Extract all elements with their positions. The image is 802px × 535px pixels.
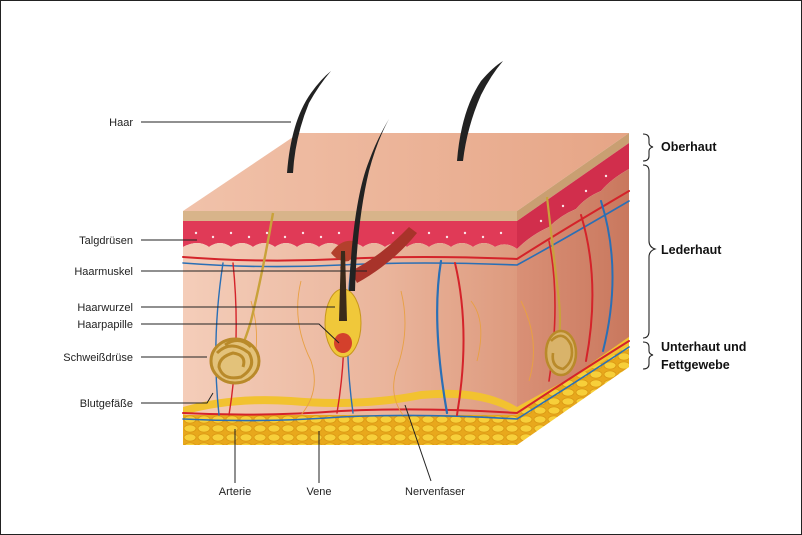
sweat-gland-duct-right (545, 196, 562, 338)
hair-root (339, 251, 347, 321)
hair-strand-left (287, 71, 331, 173)
label-unterhaut-line2: Fettgewebe (661, 358, 730, 372)
label-haarpapille: Haarpapille (77, 319, 133, 331)
fat-layer-front (183, 415, 517, 445)
label-talgdruesen: Talgdrüsen (79, 235, 133, 247)
sweat-gland-coil-left (209, 337, 261, 385)
label-haar: Haar (109, 117, 133, 129)
layer-braces (642, 133, 657, 370)
label-nervenfaser: Nervenfaser (405, 486, 465, 498)
hair-papilla (334, 333, 352, 353)
nerve-fibers (248, 280, 534, 416)
fat-layer-top-edge (183, 337, 629, 415)
dermis-band-side (517, 143, 629, 249)
label-schweissdruese: Schweißdrüse (63, 352, 133, 364)
label-unterhaut-line1: Unterhaut und (661, 340, 746, 354)
label-arterie: Arterie (219, 486, 251, 498)
sweat-gland-coil-right (544, 329, 578, 377)
epidermis-layer (183, 211, 517, 221)
leader-lines (141, 121, 432, 483)
hair-strand-right (457, 61, 503, 161)
arrector-pili-muscle (351, 227, 417, 283)
label-blutgefaesse: Blutgefäße (80, 398, 133, 410)
label-haarwurzel: Haarwurzel (77, 302, 133, 314)
label-vene: Vene (306, 486, 331, 498)
label-oberhaut: Oberhaut (661, 140, 717, 154)
hair-strand-center (349, 119, 389, 291)
blood-vessel-network (182, 190, 630, 422)
label-lederhaut: Lederhaut (661, 243, 722, 257)
label-haarmuskel: Haarmuskel (74, 266, 133, 278)
fat-layer-side (517, 337, 629, 445)
epidermis-side (517, 133, 629, 221)
dermis-papillary-band (183, 221, 517, 249)
